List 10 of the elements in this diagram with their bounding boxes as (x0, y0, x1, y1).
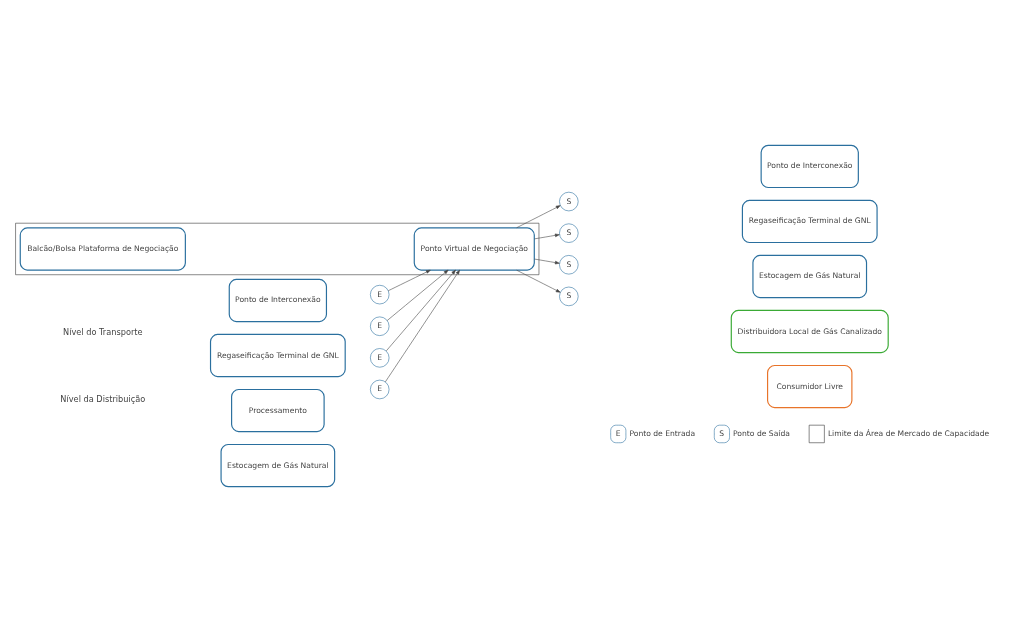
arrow (516, 269, 561, 293)
arrow (386, 269, 456, 352)
arrow (534, 258, 560, 265)
arrow (386, 269, 449, 321)
label: Nível do Transporte (63, 327, 143, 338)
arrow (516, 205, 561, 229)
arrow (385, 269, 460, 383)
arrow (387, 269, 431, 292)
label: Nível da Distribuição (60, 394, 146, 405)
arrow (534, 233, 560, 240)
